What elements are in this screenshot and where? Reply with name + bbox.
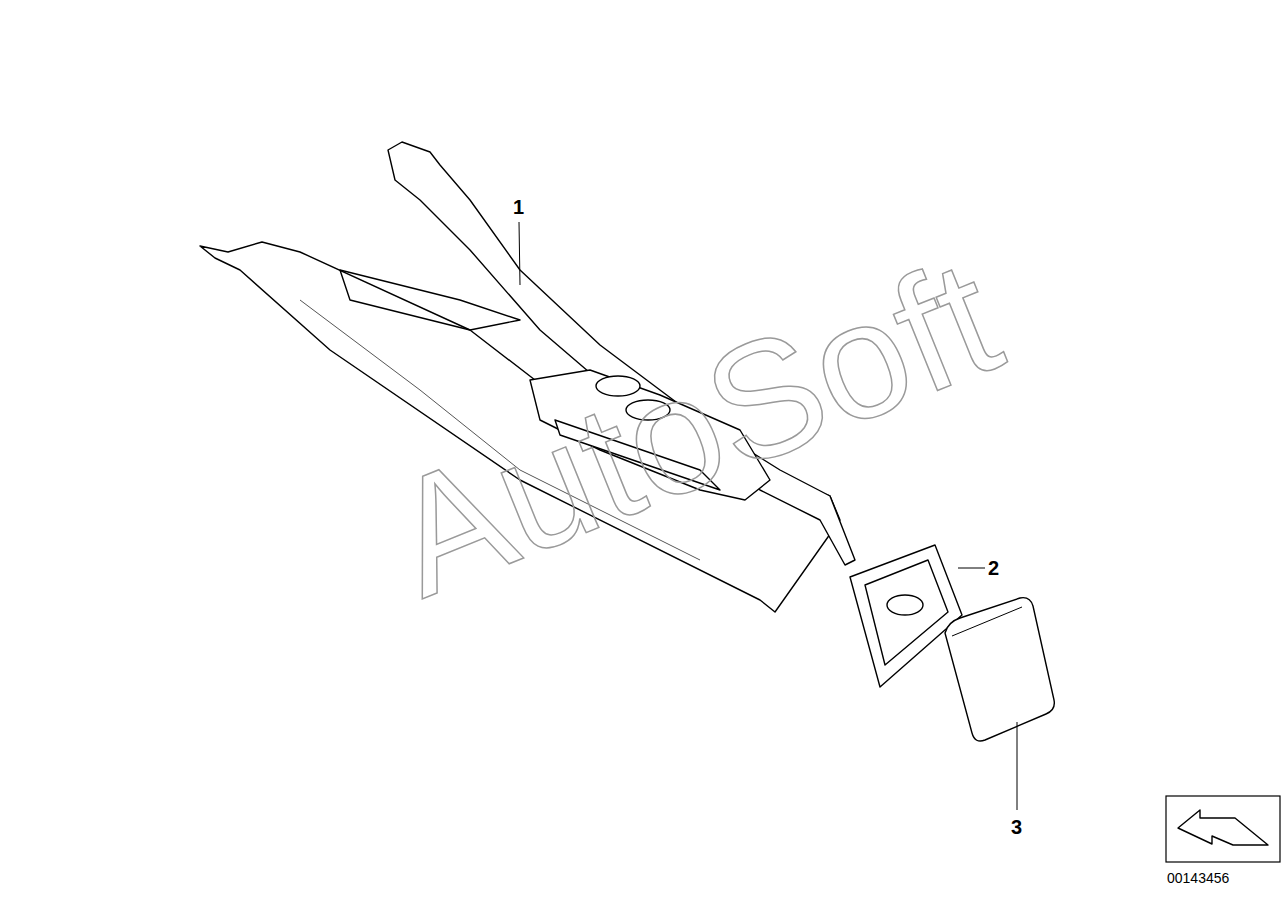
callout-number: 3 (1011, 817, 1022, 837)
callout-number: 1 (513, 197, 524, 217)
console-frame (340, 270, 520, 330)
leader-line (519, 222, 520, 285)
callout-number: 2 (988, 558, 999, 578)
cover-part (945, 598, 1054, 741)
orientation-arrow (1178, 810, 1268, 845)
diagram-number: 00143456 (1167, 871, 1229, 885)
cover-edge (952, 607, 1022, 636)
leader-line (1017, 722, 1018, 810)
orientation-box (1166, 796, 1280, 862)
bracket-inner (865, 560, 948, 665)
bracket-hole (887, 595, 923, 615)
bracket-part (850, 545, 962, 687)
leader-line (958, 568, 985, 569)
